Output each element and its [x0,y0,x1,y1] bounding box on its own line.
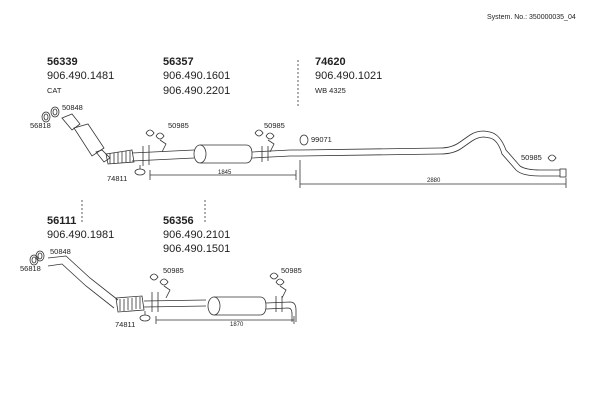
middle-pipe [251,149,291,159]
dimension-label: 1845 [218,170,232,176]
callout-gasket: 50848 [50,247,71,256]
flange-ring [41,111,51,123]
oe-number: 906.490.1601 [163,70,231,82]
part-number-56356: 56356 [163,215,194,227]
callout-gasket: 50848 [62,103,83,112]
down-pipe [47,255,119,309]
callout-clamp: 50985 [521,153,542,162]
part-number-74620: 74620 [315,56,346,68]
mount-clamp [139,314,151,322]
callout-clamp: 50985 [163,266,184,275]
oe-number: 906.490.1481 [47,70,115,82]
middle-muffler-end [193,144,207,164]
part-note-cat: CAT [47,86,62,95]
catalytic-converter [73,123,105,157]
callout-clamp: 50985 [264,121,285,130]
inlet-flange [61,113,81,131]
dimension-label: 2880 [427,178,441,184]
clamp [149,273,159,281]
front-pipe [131,149,195,162]
flex-pipe [105,149,135,165]
tail-clamp [299,134,309,146]
flex-pipe [115,295,145,313]
callout-flange-seal: 56818 [20,264,41,273]
tail-pipe-end [559,168,567,178]
oe-number: 906.490.2201 [163,85,231,97]
clamp [269,272,279,280]
callout-mount-clamp: 74811 [107,174,128,183]
tail-pipe [265,301,297,322]
oe-number: 906.490.1021 [315,70,383,82]
clamp [145,129,155,137]
clamp [254,129,264,137]
part-number-56357: 56357 [163,56,194,68]
gasket-ring [35,250,45,262]
dimension-label: 1870 [230,322,244,328]
callout-tail-clamp: 99071 [311,135,332,144]
callout-mount-clamp: 74811 [115,320,136,329]
part-number-56339: 56339 [47,56,78,68]
callout-clamp: 50985 [168,121,189,130]
middle-muffler [200,144,253,164]
callout-clamp: 50985 [281,266,302,275]
clamp [547,154,557,162]
middle-muffler [214,296,267,316]
oe-number: 906.490.2101 [163,229,231,241]
rear-pipe [299,130,560,177]
system-number: System. No.: 350000035_04 [487,14,576,21]
part-note-wb: WB 4325 [315,86,346,95]
part-number-56111: 56111 [47,215,77,227]
mount-clamp [134,168,146,176]
flange-ring [29,254,39,266]
callout-flange-seal: 56818 [30,121,51,130]
middle-muffler-end [207,296,221,316]
gasket-ring [50,106,60,118]
front-pipe [143,299,207,308]
oe-number: 906.490.1981 [47,229,115,241]
oe-number: 906.490.1501 [163,243,231,255]
